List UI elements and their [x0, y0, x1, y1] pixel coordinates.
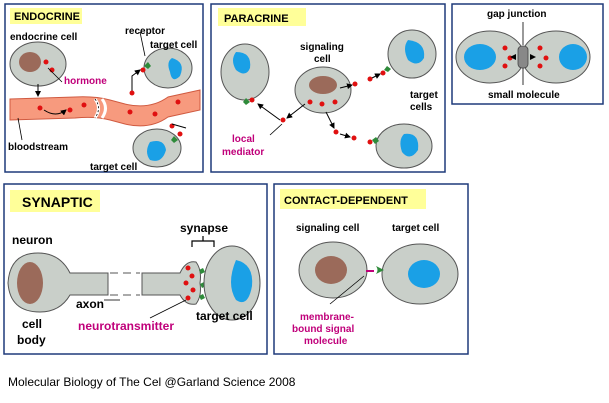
paracrine-target-label-1: target	[410, 90, 438, 101]
credit-text: Molecular Biology of The Cel @Garland Sc…	[8, 375, 296, 389]
axon-label: axon	[76, 297, 104, 311]
local-mediator-label-1: local	[232, 134, 255, 145]
endocrine-target-cell-top	[143, 47, 193, 89]
paracrine-title: PARACRINE	[224, 13, 289, 25]
cell-body-label-1: cell	[22, 317, 42, 331]
endocrine-title: ENDOCRINE	[14, 11, 80, 23]
synaptic-title: SYNAPTIC	[22, 194, 93, 210]
paracrine-target-label-2: cells	[410, 102, 433, 113]
small-molecule-label: small molecule	[488, 90, 560, 101]
synaptic-target-cell-label: target cell	[196, 309, 253, 323]
axon-terminal	[141, 261, 201, 305]
cell-body-label-2: body	[17, 333, 46, 347]
paracrine-signaling-label-2: cell	[314, 54, 331, 65]
gap-junction-label: gap junction	[487, 9, 546, 20]
contact-signaling-cell-label: signaling cell	[296, 223, 360, 234]
endocrine-cell-label: endocrine cell	[10, 32, 77, 43]
synaptic-panel: SYNAPTIC synapse neuron axon cell body n…	[3, 183, 268, 355]
endocrine-nucleus	[19, 52, 41, 72]
gap-junction-panel: gap junction small molecule	[451, 3, 604, 105]
contact-target-cell-label: target cell	[392, 223, 439, 234]
membrane-bound-label-2: bound signal	[292, 324, 354, 335]
contact-dependent-title: CONTACT-DEPENDENT	[284, 195, 408, 207]
endocrine-title-bg	[10, 8, 82, 24]
target-cell-bottom-label: target cell	[90, 162, 137, 173]
local-mediator-label-2: mediator	[222, 147, 264, 158]
membrane-bound-signal-molecule	[376, 266, 384, 274]
gap-junction-channel	[517, 45, 529, 69]
paracrine-signaling-label-1: signaling	[300, 42, 344, 53]
bloodstream-label: bloodstream	[8, 142, 68, 153]
contact-dependent-panel: CONTACT-DEPENDENT signaling cell target …	[273, 183, 469, 355]
receptor-top	[144, 62, 151, 69]
paracrine-panel: PARACRINE signa	[210, 3, 446, 173]
membrane-bound-label-1: membrane-	[300, 312, 354, 323]
receptor-label: receptor	[125, 26, 165, 37]
target-cell-top-label: target cell	[150, 40, 197, 51]
hormone-label: hormone	[64, 76, 107, 87]
neurotransmitter-label: neurotransmitter	[78, 319, 174, 333]
membrane-bound-label-3: molecule	[304, 336, 348, 347]
synapse-label: synapse	[180, 221, 228, 235]
neuron-label: neuron	[12, 233, 53, 247]
endocrine-panel: ENDOCRINE	[4, 3, 204, 173]
